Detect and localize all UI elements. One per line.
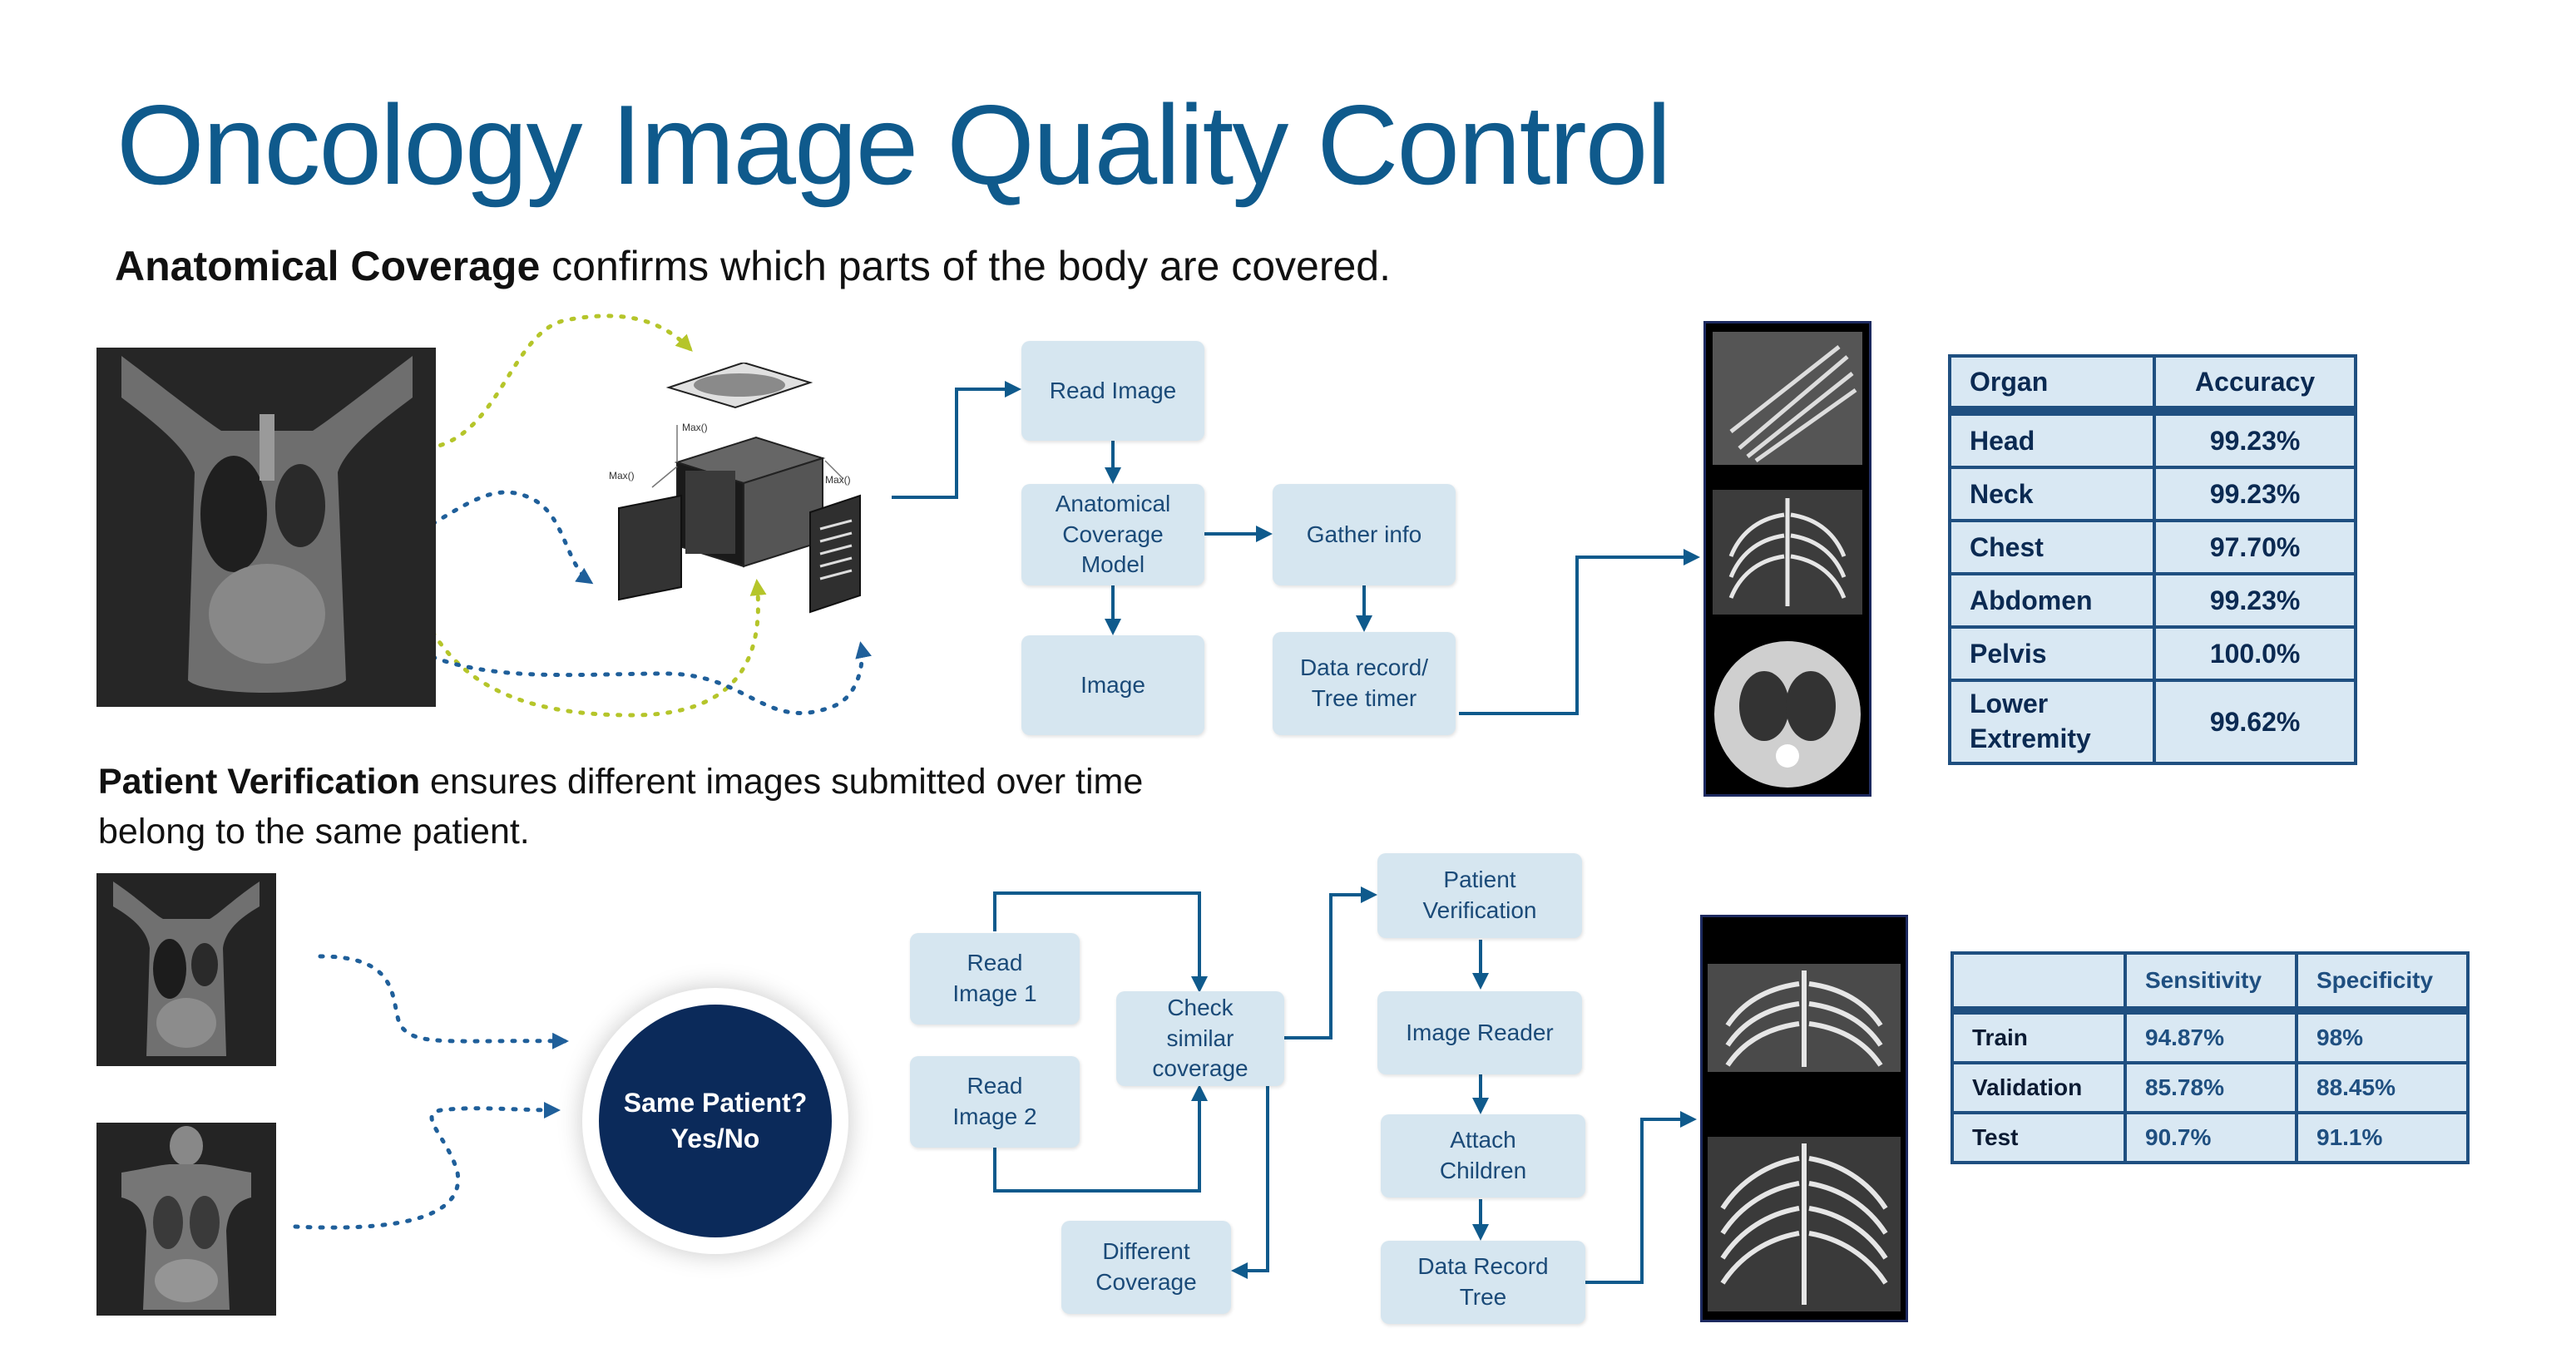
patient-scan-1 [96,873,276,1066]
sensitivity-specificity-table: Sensitivity Specificity Train 94.87% 98%… [1951,951,2470,1164]
image-reader-box: Image Reader [1377,991,1582,1074]
dotted-arrow-lower-to-circle [293,1101,561,1230]
check-similar-coverage-box: Check similar coverage [1116,991,1284,1086]
dotted-arrow-green-bottom [413,579,767,718]
arrow-read1-to-check [993,891,1208,993]
arrow-check-to-verification [1284,886,1377,1039]
organ-cell: Abdomen [1947,572,2157,629]
patient-verification-text-2: belong to the same patient. [98,812,530,852]
dotted-arrow-blue-bottom [430,641,872,715]
same-patient-circle: Same Patient? Yes/No [582,988,848,1254]
table-row: Test 90.7% 91.1% [1951,1111,2470,1164]
data-record-tree-box: Data Record Tree [1381,1241,1585,1324]
arrow-cube-to-read [892,381,1021,499]
accuracy-cell: 100.0% [2153,625,2357,682]
section-anatomical-coverage-heading: Anatomical Coverage confirms which parts… [115,241,1391,291]
table-row: Head 99.23% [1947,409,2357,469]
table-row: Abdomen 99.23% [1947,572,2357,629]
arrow-record2-to-scans [1585,1111,1697,1284]
cube-label-right: Max() [825,474,851,486]
organ-accuracy-table: Organ Accuracy Head 99.23% Neck 99.23% C… [1947,354,2357,765]
accuracy-cell: 99.23% [2153,409,2357,469]
sensitivity-cell: 85.78% [2124,1061,2298,1114]
anatomical-coverage-model-box: Anatomical Coverage Model [1021,484,1204,585]
sensitivity-cell: 94.87% [2124,1009,2298,1064]
specificity-cell: 98% [2295,1009,2470,1064]
different-coverage-box: Different Coverage [1061,1221,1231,1314]
patient-verification-bold: Patient Verification [98,762,421,802]
organ-cell: Neck [1947,466,2157,522]
split-cell: Validation [1951,1061,2127,1114]
split-cell: Test [1951,1111,2127,1164]
volume-cube-illustration: Max() Max() Max() [602,361,885,645]
data-record-tree-timer-box: Data record/ Tree timer [1273,632,1456,735]
table-header-row: Sensitivity Specificity [1951,951,2470,1015]
table-header-row: Organ Accuracy [1947,354,2357,416]
patient-verification-text-1: ensures different images submitted over … [420,762,1144,802]
header-specificity: Specificity [2295,951,2470,1015]
arrow-read2-to-check [993,1084,1208,1193]
scan-strip-coverage [1703,321,1871,797]
gather-info-box: Gather info [1273,484,1456,585]
sensitivity-cell: 90.7% [2124,1111,2298,1164]
image-box: Image [1021,635,1204,735]
organ-cell: Pelvis [1947,625,2157,682]
table-row: Validation 85.78% 88.45% [1951,1061,2470,1114]
dotted-arrow-upper-to-circle [318,954,569,1049]
table-row: Lower Extremity 99.62% [1947,679,2357,765]
table-row: Pelvis 100.0% [1947,625,2357,682]
read-image-2-box: Read Image 2 [910,1056,1080,1148]
table-row: Chest 97.70% [1947,519,2357,575]
split-cell: Train [1951,1009,2127,1064]
patient-verification-box: Patient Verification [1377,853,1582,938]
table-row: Neck 99.23% [1947,466,2357,522]
specificity-cell: 91.1% [2295,1111,2470,1164]
dotted-arrow-green-top [413,314,693,452]
specificity-cell: 88.45% [2295,1061,2470,1114]
read-image-box: Read Image [1021,341,1204,441]
organ-cell: Lower Extremity [1947,679,2157,765]
organ-cell: Head [1947,409,2157,469]
scan-strip-verification [1700,915,1908,1322]
header-sensitivity: Sensitivity [2124,951,2298,1015]
same-patient-label: Same Patient? Yes/No [599,1005,832,1237]
page-title: Oncology Image Quality Control [116,81,1672,208]
header-accuracy: Accuracy [2153,354,2357,416]
header-organ: Organ [1947,354,2157,416]
section-patient-verification-heading: Patient Verification ensures different i… [98,757,1143,857]
read-image-1-box: Read Image 1 [910,933,1080,1025]
accuracy-cell: 99.23% [2153,466,2357,522]
accuracy-cell: 97.70% [2153,519,2357,575]
organ-cell: Chest [1947,519,2157,575]
accuracy-cell: 99.23% [2153,572,2357,629]
attach-children-box: Attach Children [1381,1114,1585,1198]
header-blank [1951,951,2127,1015]
anatomical-coverage-bold: Anatomical Coverage [115,243,541,289]
accuracy-cell: 99.62% [2153,679,2357,765]
coronal-ct-scan [96,348,436,707]
arrow-record-to-scans [1459,549,1700,715]
dotted-arrow-blue-mid [430,490,594,585]
patient-scan-2 [96,1123,276,1316]
anatomical-coverage-text: confirms which parts of the body are cov… [540,243,1391,289]
cube-label-left: Max() [609,470,635,481]
table-row: Train 94.87% 98% [1951,1009,2470,1064]
cube-label-top: Max() [682,422,708,433]
